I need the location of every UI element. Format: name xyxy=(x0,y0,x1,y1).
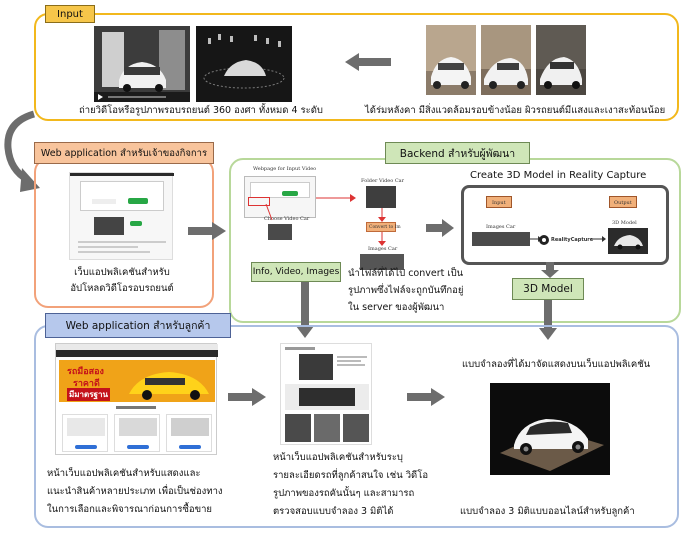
arrow-info-down xyxy=(296,282,314,338)
rc-title: Create 3D Model in Reality Capture xyxy=(470,170,647,181)
banner-text-2: ราคาดี xyxy=(73,379,100,389)
flow-webpage-label: Webpage for Input Video xyxy=(253,166,317,172)
backend-caption-line2: รูปภาพซึ่งไฟล์จะถูกบันทึกอยู่ xyxy=(348,285,464,296)
rc-arrow-2 xyxy=(590,236,606,242)
flow-images-label: Images Car xyxy=(368,246,398,252)
owner-tag: Web application สำหรับเจ้าของกิจการ xyxy=(34,142,214,164)
model-tag: 3D Model xyxy=(512,278,584,300)
arrow-input-left xyxy=(345,53,391,71)
input-pointcloud-thumbnail xyxy=(196,26,292,102)
rc-images-label: Images Car xyxy=(486,224,516,230)
customer-caption3-bottom: แบบจำลอง 3 มิติแบบออนไลน์สำหรับลูกค้า xyxy=(460,506,635,517)
owner-caption-line1: เว็บแอปพลิเคชันสำหรับ xyxy=(74,267,170,278)
customer-panel xyxy=(34,325,679,528)
flow-choose-label: Choose Video Car xyxy=(264,216,310,222)
arrow-owner-to-backend xyxy=(188,222,226,240)
flow-folder-label: Folder Video Car xyxy=(361,178,405,184)
customer-home-screenshot: รถมือสอง ราคาดี มีมาตรฐาน xyxy=(55,343,218,455)
backend-flow-diagram: Webpage for Input Video Choose Video Car… xyxy=(238,164,413,272)
banner-text-1: รถมือสอง xyxy=(67,367,104,377)
customer-caption2-line4: ตรวจสอบแบบจำลอง 3 มิติได้ xyxy=(273,506,394,517)
arrow-flow-to-rc xyxy=(426,219,454,237)
rc-input-box: Input xyxy=(486,196,512,208)
customer-banner: รถมือสอง ราคาดี มีมาตรฐาน xyxy=(59,360,215,402)
input-caption-right: ได้ร่มหลังคา มีสิ่งแวดล้อมรอบข้างน้อย ผิ… xyxy=(365,105,666,116)
owner-screenshot xyxy=(69,172,174,260)
backend-caption-line3: ใน server ของผู้พัฒนา xyxy=(348,302,445,313)
input-photo-2 xyxy=(481,25,531,95)
rc-output-box: Output xyxy=(609,196,637,208)
customer-3d-model-view[interactable] xyxy=(490,383,610,475)
info-video-images-tag: Info, Video, Images xyxy=(251,262,341,282)
customer-caption1-line3: ในการเลือกและพิจารณาก่อนการซื้อขาย xyxy=(47,504,212,515)
backend-caption-line1: นำไฟล์ที่ได้ไป convert เป็น xyxy=(348,268,464,279)
backend-tag: Backend สำหรับผู้พัฒนา xyxy=(385,142,530,164)
video-frame xyxy=(94,26,190,102)
customer-caption1-line2: แนะนำสินค้าหลายประเภท เพื่อเป็นช่องทาง xyxy=(47,486,223,497)
input-photo-3 xyxy=(536,25,586,95)
customer-caption3-top: แบบจำลองที่ได้มาจัดแสดงบนเว็บแอปพลิเคชัน xyxy=(462,359,651,370)
input-photo-1 xyxy=(426,25,476,95)
rc-model-label: 3D Model xyxy=(612,220,637,226)
product-card-1[interactable] xyxy=(62,414,108,452)
owner-caption-line2: อัปโหลดวิดีโอรอบรถยนต์ xyxy=(70,283,174,294)
input-tag: Input xyxy=(45,5,95,23)
pointcloud-image xyxy=(196,26,292,102)
input-caption-left: ถ่ายวิดีโอหรือรูปภาพรอบรถยนต์ 360 องศา ท… xyxy=(79,105,323,116)
rc-logo: RealityCapture xyxy=(538,234,593,246)
rc-images-strip xyxy=(472,232,530,246)
flow-convert-box: Convert to Im xyxy=(366,222,401,232)
product-card-2[interactable] xyxy=(114,414,160,452)
input-panel xyxy=(34,13,679,121)
banner-text-3: มีมาตรฐาน xyxy=(67,388,110,401)
arrow-detail-to-model xyxy=(407,388,445,406)
customer-caption1-line1: หน้าเว็บแอปพลิเคชันสำหรับแสดงและ xyxy=(47,468,201,479)
arrow-home-to-detail xyxy=(228,388,266,406)
customer-tag: Web application สำหรับลูกค้า xyxy=(45,313,231,338)
customer-caption2-line2: รายละเอียดรถที่ลูกค้าสนใจ เช่น วิดีโอ xyxy=(273,470,429,481)
input-video-thumbnail xyxy=(94,26,190,102)
car-3d-model xyxy=(490,383,610,475)
customer-caption2-line1: หน้าเว็บแอปพลิเคชันสำหรับระบุ xyxy=(273,452,403,463)
rc-model-image xyxy=(608,228,648,254)
arrow-rc-to-model xyxy=(541,262,559,278)
customer-detail-screenshot xyxy=(280,343,372,445)
product-card-3[interactable] xyxy=(166,414,212,452)
arrow-model-down xyxy=(539,300,557,340)
customer-caption2-line3: รูปภาพของรถคันนั้นๆ และสามารถ xyxy=(273,488,415,499)
